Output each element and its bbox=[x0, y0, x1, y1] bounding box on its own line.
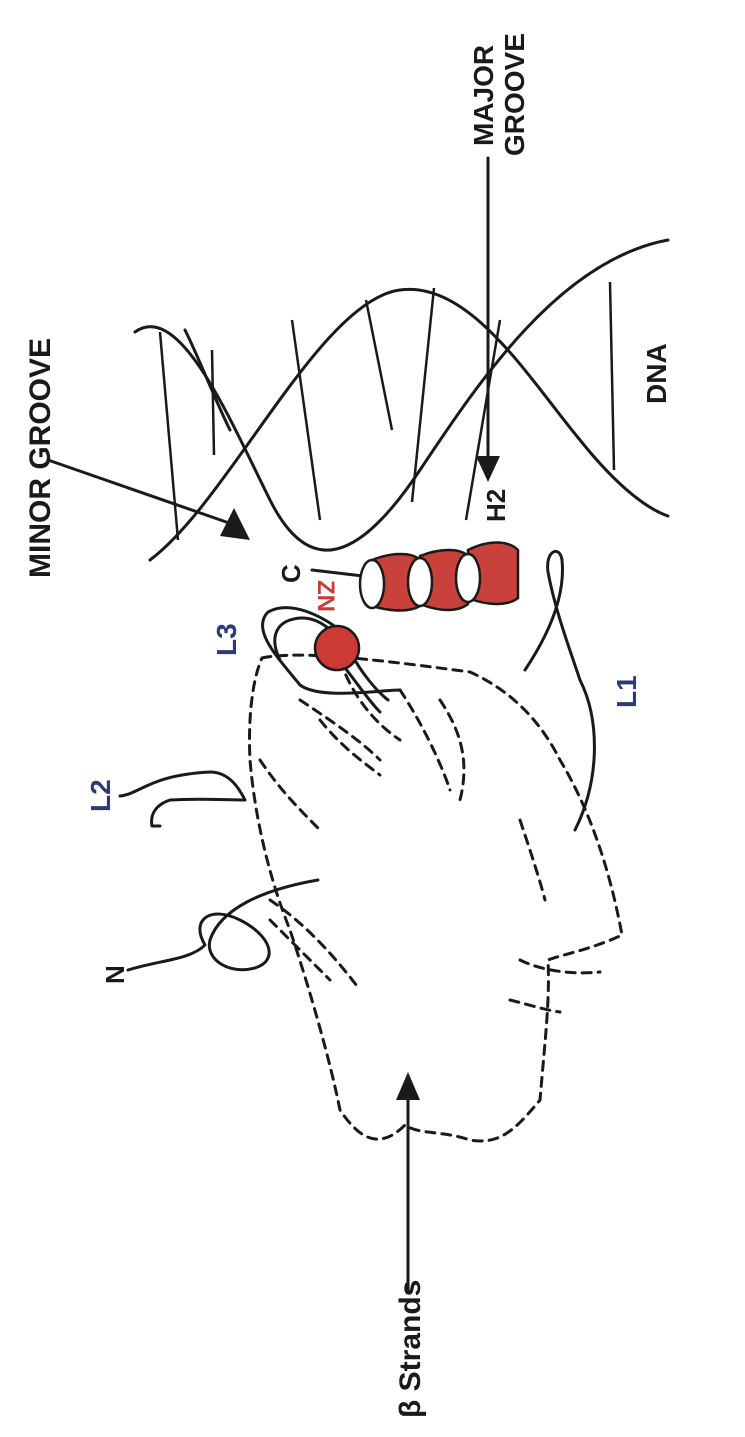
helix-turn bbox=[408, 558, 432, 606]
core-strand bbox=[510, 1000, 560, 1012]
helix-turn bbox=[360, 560, 384, 608]
n-terminus-label: N bbox=[100, 965, 130, 984]
core-strand bbox=[260, 760, 320, 830]
helix-h2 bbox=[360, 543, 522, 617]
core-outline bbox=[250, 655, 623, 1141]
l2-label: L2 bbox=[85, 779, 116, 812]
l1-loop bbox=[525, 551, 594, 830]
dna-base-pair bbox=[212, 350, 214, 455]
dna-base-pair bbox=[366, 300, 392, 430]
l1-label: L1 bbox=[611, 675, 642, 708]
zinc-label: ZN bbox=[312, 580, 339, 612]
minor-groove-pointer bbox=[48, 460, 250, 540]
core-strand bbox=[270, 900, 360, 990]
core-strand bbox=[320, 720, 380, 775]
core-strand bbox=[520, 820, 545, 900]
dna-base-pair bbox=[412, 288, 434, 502]
l3-label: L3 bbox=[211, 623, 242, 656]
minor-groove-arrowhead-icon bbox=[220, 508, 250, 540]
beta-strands-label: β Strands bbox=[394, 1280, 427, 1418]
major-groove-label-line1: MAJOR bbox=[468, 45, 499, 146]
major-groove-arrowhead-icon bbox=[476, 456, 500, 482]
dna-base-pair bbox=[160, 332, 178, 540]
major-groove-label-line2: GROOVE bbox=[499, 33, 530, 156]
core-strand bbox=[440, 700, 464, 800]
core-strand bbox=[270, 920, 330, 980]
beta-strand-core bbox=[250, 655, 623, 1141]
zinc-atom bbox=[315, 626, 359, 670]
core-strand bbox=[520, 960, 600, 973]
dna-base-pair bbox=[610, 282, 614, 470]
dna-backbone-strand-3 bbox=[185, 330, 230, 430]
dna-label: DNA bbox=[641, 343, 672, 404]
minor-groove-arrow-line bbox=[48, 460, 232, 524]
dna-base-pair bbox=[292, 320, 320, 520]
l2-loop bbox=[120, 772, 245, 826]
dna-helix bbox=[135, 240, 668, 560]
helix-turn bbox=[456, 554, 480, 602]
beta-strands-pointer bbox=[396, 1072, 420, 1290]
beta-strands-arrowhead-icon bbox=[396, 1072, 420, 1100]
c-terminus-label: C bbox=[276, 564, 306, 583]
minor-groove-label: MINOR GROOVE bbox=[24, 338, 57, 578]
h2-label: H2 bbox=[481, 489, 511, 522]
